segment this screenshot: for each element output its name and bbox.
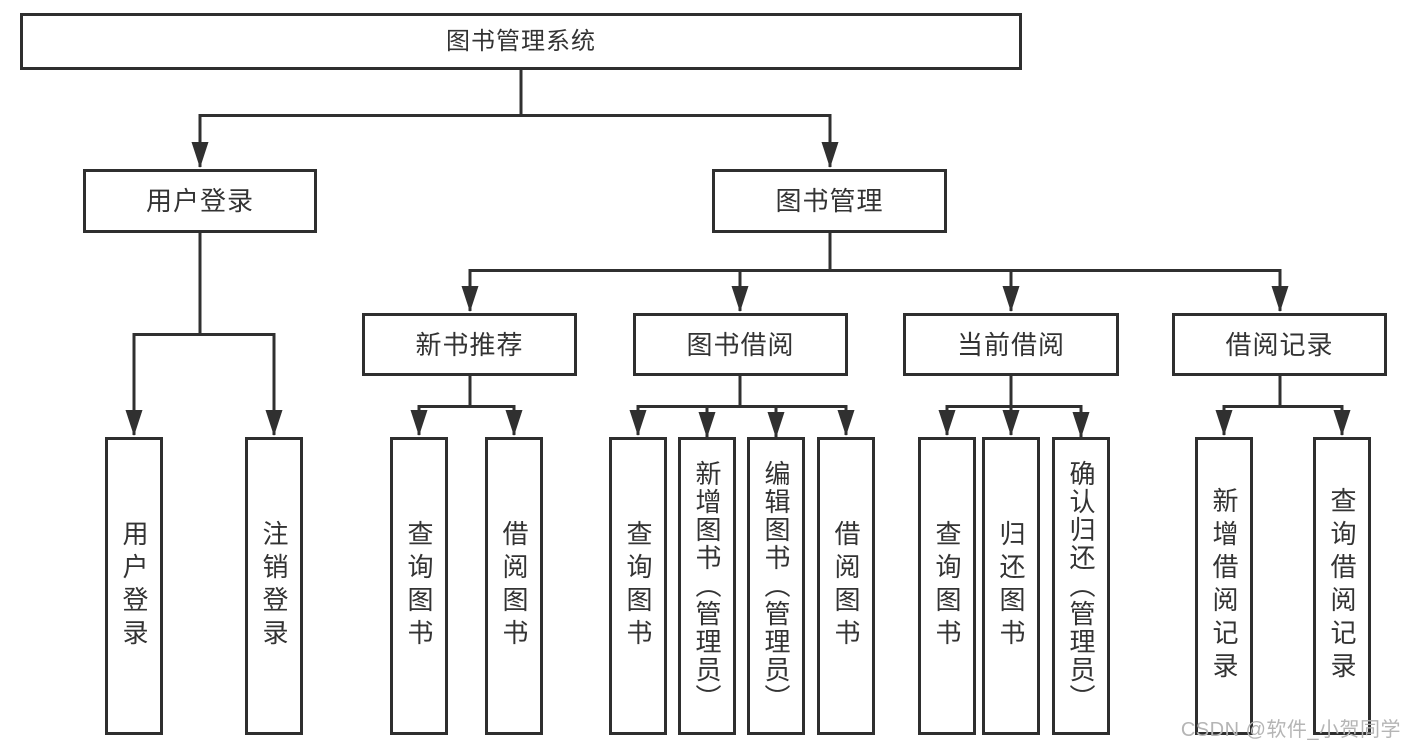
node-book-borrowing: 图书借阅 <box>633 313 848 376</box>
node-new-book-recommendation: 新书推荐 <box>362 313 577 376</box>
leaf-records-query-borrow-record: 查询借阅记录 <box>1313 437 1371 735</box>
node-borrowing-records: 借阅记录 <box>1172 313 1387 376</box>
leaf-current-confirm-return-admin: 确认归还（管理员） <box>1052 437 1110 735</box>
leaf-recommend-borrow-books: 借阅图书 <box>485 437 543 735</box>
leaf-borrowing-query-books: 查询图书 <box>609 437 667 735</box>
leaf-recommend-query-books: 查询图书 <box>390 437 448 735</box>
leaf-logout: 注销登录 <box>245 437 303 735</box>
leaf-current-query-books: 查询图书 <box>918 437 976 735</box>
node-book-management: 图书管理 <box>712 169 947 233</box>
leaf-user-login: 用户登录 <box>105 437 163 735</box>
node-library-management-system: 图书管理系统 <box>20 13 1022 70</box>
leaf-borrowing-add-books-admin: 新增图书（管理员） <box>678 437 736 735</box>
leaf-current-return-books: 归还图书 <box>982 437 1040 735</box>
leaf-borrowing-borrow-books: 借阅图书 <box>817 437 875 735</box>
leaf-borrowing-edit-books-admin: 编辑图书（管理员） <box>747 437 805 735</box>
csdn-watermark: CSDN @软件_小贺同学 <box>1180 719 1401 741</box>
node-current-borrowing: 当前借阅 <box>903 313 1119 376</box>
node-user-login: 用户登录 <box>83 169 317 233</box>
leaf-records-add-borrow-record: 新增借阅记录 <box>1195 437 1253 735</box>
